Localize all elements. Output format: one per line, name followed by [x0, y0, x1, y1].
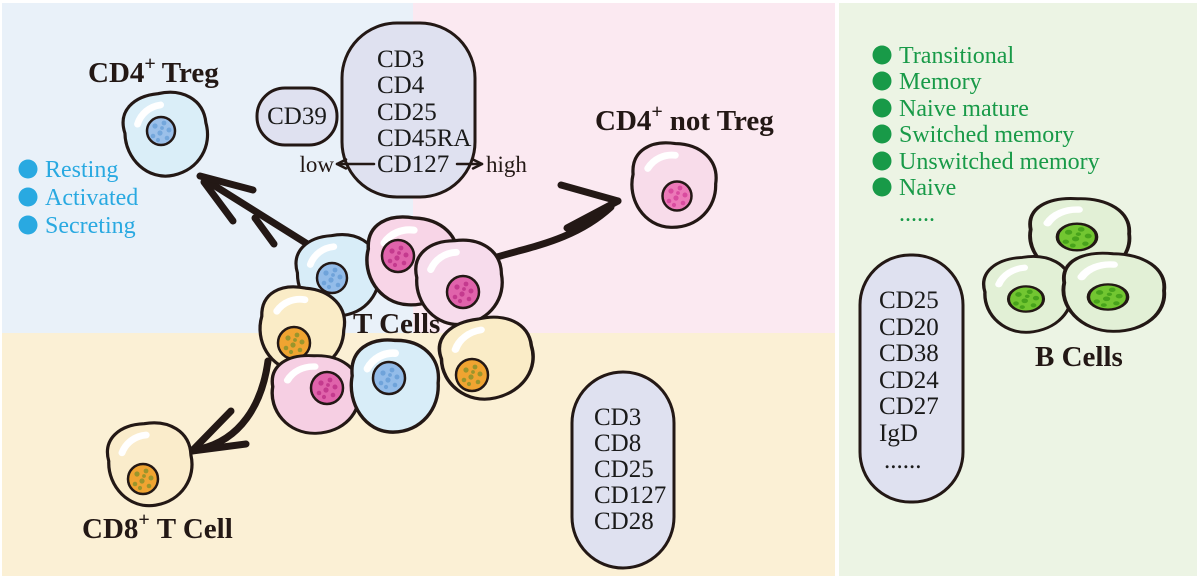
cd8-marker-box: CD3 CD8 CD25 CD127 CD28 — [570, 370, 676, 570]
marker-item: CD45RA — [377, 125, 471, 152]
marker-item: CD25 — [594, 456, 654, 483]
cd8-t-cell-title: CD8+T Cell — [82, 509, 233, 545]
bullet-icon — [18, 187, 38, 207]
bullet-icon — [872, 45, 892, 65]
low-arrow — [335, 158, 376, 170]
t-cell-pink — [268, 352, 363, 437]
marker-item: CD24 — [879, 367, 939, 394]
t-cell-pink — [359, 210, 464, 312]
b-cell-cluster: B Cells — [979, 195, 1169, 373]
b-subset-item: Transitional — [899, 43, 1014, 69]
bullet-icon — [18, 215, 38, 235]
treg-state-list: Resting Activated Secreting — [18, 157, 138, 239]
cd4-not-treg-title: CD4+not Treg — [595, 101, 774, 137]
t-cell-blue — [346, 335, 444, 437]
arrow-to-cd4-treg — [196, 172, 313, 249]
treg-state-item: Resting — [45, 157, 118, 183]
b-subset-item: Unswitched memory — [899, 149, 1100, 175]
bullet-icon — [872, 177, 892, 197]
cd39-label: CD39 — [267, 103, 327, 130]
marker-item: CD8 — [594, 430, 641, 457]
b-cells-label: B Cells — [1035, 341, 1123, 373]
bullet-icon — [872, 98, 892, 118]
t-cell-yellow — [433, 309, 541, 408]
marker-item: CD25 — [377, 99, 437, 126]
marker-item: CD20 — [879, 314, 939, 341]
t-cell-cluster: T Cells — [251, 210, 541, 437]
marker-item: CD127 — [594, 482, 666, 509]
bullet-icon — [872, 124, 892, 144]
arrow-to-cd4-not-treg — [493, 181, 622, 261]
cd39-marker-box: CD39 — [255, 86, 339, 147]
b-subset-item: Naive mature — [899, 96, 1029, 122]
high-arrow — [455, 158, 484, 170]
b-subset-item: ...... — [899, 201, 935, 227]
cd4-not-treg-cell — [625, 137, 722, 234]
marker-item: ...... — [884, 447, 922, 474]
b-subset-item: Memory — [899, 69, 982, 95]
arrow-to-cd8-t-cell — [188, 357, 272, 455]
bullet-icon — [18, 159, 38, 179]
marker-item: IgD — [879, 420, 918, 447]
b-subset-item: Naive — [899, 175, 956, 201]
treg-state-item: Activated — [45, 185, 138, 211]
bullet-icon — [872, 151, 892, 171]
b-cell — [1058, 248, 1169, 337]
low-label: low — [300, 152, 335, 177]
treg-state-item: Secreting — [45, 213, 136, 239]
marker-item: CD127 — [377, 151, 449, 178]
marker-item: CD3 — [377, 46, 424, 73]
b-marker-box: CD25 CD20 CD38 CD24 CD27 IgD ...... — [858, 253, 965, 504]
b-subset-item: Switched memory — [899, 122, 1074, 148]
marker-item: CD4 — [377, 72, 425, 99]
cd4-treg-title: CD4+Treg — [88, 53, 219, 89]
marker-item: CD27 — [879, 393, 939, 420]
bullet-icon — [872, 71, 892, 91]
cd8-t-cell — [103, 418, 198, 511]
marker-item: CD25 — [879, 287, 939, 314]
high-label: high — [486, 152, 527, 177]
t-cell-pink — [412, 236, 507, 329]
b-cell — [1026, 195, 1133, 281]
t-cell-blue — [291, 229, 385, 322]
cd4-treg-cell — [117, 85, 215, 183]
b-subset-list: Transitional Memory Naive mature Switche… — [872, 43, 1100, 227]
t-cells-label: T Cells — [353, 308, 440, 340]
treg-marker-box: CD3 CD4 CD25 CD45RA CD127 low high — [300, 21, 527, 199]
marker-item: CD38 — [879, 340, 939, 367]
marker-item: CD3 — [594, 404, 641, 431]
marker-item: CD28 — [594, 508, 654, 535]
b-cell — [979, 251, 1077, 338]
